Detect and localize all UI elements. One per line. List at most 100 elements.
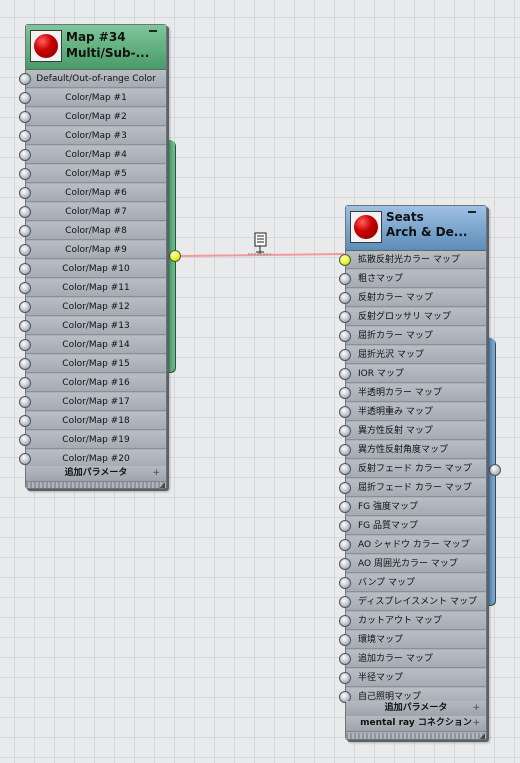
- input-socket[interactable]: [19, 320, 31, 332]
- rollout-extra-params[interactable]: 追加パラメータ +: [26, 466, 166, 482]
- slot-row[interactable]: AO シャドウ カラー マップ: [339, 536, 486, 554]
- input-socket[interactable]: [339, 596, 351, 608]
- slot-row[interactable]: 異方性反射角度マップ: [339, 441, 486, 459]
- rollout-mental-ray[interactable]: mental ray コネクション +: [346, 716, 486, 732]
- input-socket[interactable]: [339, 691, 351, 703]
- slot-row[interactable]: 屈折カラー マップ: [339, 327, 486, 345]
- slot-row[interactable]: Color/Map #8: [19, 222, 166, 240]
- input-socket[interactable]: [19, 453, 31, 465]
- slot-row[interactable]: Color/Map #9: [19, 241, 166, 259]
- input-socket[interactable]: [339, 672, 351, 684]
- input-socket[interactable]: [19, 244, 31, 256]
- input-socket[interactable]: [339, 311, 351, 323]
- input-socket[interactable]: [339, 330, 351, 342]
- input-socket[interactable]: [19, 130, 31, 142]
- slot-row[interactable]: Color/Map #12: [19, 298, 166, 316]
- input-socket[interactable]: [19, 168, 31, 180]
- input-socket[interactable]: [339, 349, 351, 361]
- input-socket[interactable]: [339, 577, 351, 589]
- rollout-extra-params[interactable]: 追加パラメータ +: [346, 701, 486, 717]
- slot-row[interactable]: 追加カラー マップ: [339, 650, 486, 668]
- input-socket[interactable]: [339, 425, 351, 437]
- input-socket[interactable]: [339, 539, 351, 551]
- node-header[interactable]: Map #34 Multi/Sub-...: [26, 25, 166, 70]
- input-socket[interactable]: [19, 358, 31, 370]
- slot-row[interactable]: FG 品質マップ: [339, 517, 486, 535]
- input-socket[interactable]: [19, 73, 31, 85]
- slot-row[interactable]: Color/Map #10: [19, 260, 166, 278]
- input-socket[interactable]: [19, 339, 31, 351]
- resize-grip[interactable]: ◢: [346, 733, 486, 740]
- slot-row[interactable]: Color/Map #17: [19, 393, 166, 411]
- input-socket[interactable]: [339, 501, 351, 513]
- input-socket[interactable]: [19, 263, 31, 275]
- input-socket[interactable]: [339, 387, 351, 399]
- input-socket[interactable]: [19, 377, 31, 389]
- material-node[interactable]: Seats Arch & De... 拡散反射光カラー マップ粗さマップ反射カラ…: [339, 205, 487, 740]
- input-socket[interactable]: [19, 206, 31, 218]
- slot-row[interactable]: 半透明カラー マップ: [339, 384, 486, 402]
- output-socket[interactable]: [489, 464, 501, 476]
- input-socket[interactable]: [339, 653, 351, 665]
- slot-row[interactable]: AO 周囲光カラー マップ: [339, 555, 486, 573]
- slot-row[interactable]: Color/Map #18: [19, 412, 166, 430]
- input-socket[interactable]: [19, 396, 31, 408]
- input-socket[interactable]: [19, 187, 31, 199]
- minimize-icon[interactable]: [149, 30, 157, 32]
- input-socket[interactable]: [339, 444, 351, 456]
- slot-row[interactable]: Color/Map #3: [19, 127, 166, 145]
- slot-row[interactable]: Color/Map #5: [19, 165, 166, 183]
- input-socket[interactable]: [19, 225, 31, 237]
- slot-row[interactable]: ディスプレイスメント マップ: [339, 593, 486, 611]
- input-socket[interactable]: [19, 434, 31, 446]
- input-socket[interactable]: [339, 558, 351, 570]
- slot-row[interactable]: Color/Map #15: [19, 355, 166, 373]
- input-socket[interactable]: [339, 520, 351, 532]
- slot-row[interactable]: 拡散反射光カラー マップ: [339, 251, 486, 269]
- expand-plus-icon[interactable]: +: [472, 718, 480, 728]
- slot-row[interactable]: Color/Map #7: [19, 203, 166, 221]
- slot-row[interactable]: 屈折フェード カラー マップ: [339, 479, 486, 497]
- minimize-icon[interactable]: [468, 211, 476, 213]
- input-socket[interactable]: [339, 406, 351, 418]
- slot-row[interactable]: Color/Map #19: [19, 431, 166, 449]
- slot-row[interactable]: 反射グロッサリ マップ: [339, 308, 486, 326]
- slot-row[interactable]: 反射カラー マップ: [339, 289, 486, 307]
- input-socket[interactable]: [19, 301, 31, 313]
- slot-row[interactable]: カットアウト マップ: [339, 612, 486, 630]
- slot-row[interactable]: Color/Map #14: [19, 336, 166, 354]
- input-socket[interactable]: [339, 273, 351, 285]
- input-socket[interactable]: [339, 482, 351, 494]
- node-header[interactable]: Seats Arch & De...: [346, 206, 486, 251]
- slot-row[interactable]: IOR マップ: [339, 365, 486, 383]
- input-socket[interactable]: [19, 282, 31, 294]
- slot-row[interactable]: Color/Map #2: [19, 108, 166, 126]
- map-node[interactable]: Map #34 Multi/Sub-... Default/Out-of-ran…: [19, 24, 167, 489]
- input-socket[interactable]: [339, 368, 351, 380]
- slot-row[interactable]: 粗さマップ: [339, 270, 486, 288]
- input-socket[interactable]: [19, 92, 31, 104]
- input-socket[interactable]: [339, 292, 351, 304]
- input-socket[interactable]: [339, 634, 351, 646]
- input-socket[interactable]: [339, 254, 351, 266]
- expand-plus-icon[interactable]: +: [472, 703, 480, 713]
- slot-row[interactable]: Color/Map #11: [19, 279, 166, 297]
- slot-row[interactable]: 反射フェード カラー マップ: [339, 460, 486, 478]
- slot-row[interactable]: 半径マップ: [339, 669, 486, 687]
- slot-row[interactable]: 異方性反射 マップ: [339, 422, 486, 440]
- slot-row[interactable]: FG 強度マップ: [339, 498, 486, 516]
- slot-row[interactable]: Default/Out-of-range Color: [19, 70, 166, 88]
- output-socket[interactable]: [169, 250, 181, 262]
- slot-row[interactable]: 環境マップ: [339, 631, 486, 649]
- input-socket[interactable]: [19, 111, 31, 123]
- slot-row[interactable]: Color/Map #1: [19, 89, 166, 107]
- input-socket[interactable]: [19, 415, 31, 427]
- input-socket[interactable]: [339, 463, 351, 475]
- slot-row[interactable]: Color/Map #13: [19, 317, 166, 335]
- slot-row[interactable]: バンプ マップ: [339, 574, 486, 592]
- slot-row[interactable]: Color/Map #16: [19, 374, 166, 392]
- input-socket[interactable]: [19, 149, 31, 161]
- slot-row[interactable]: Color/Map #6: [19, 184, 166, 202]
- slot-row[interactable]: Color/Map #4: [19, 146, 166, 164]
